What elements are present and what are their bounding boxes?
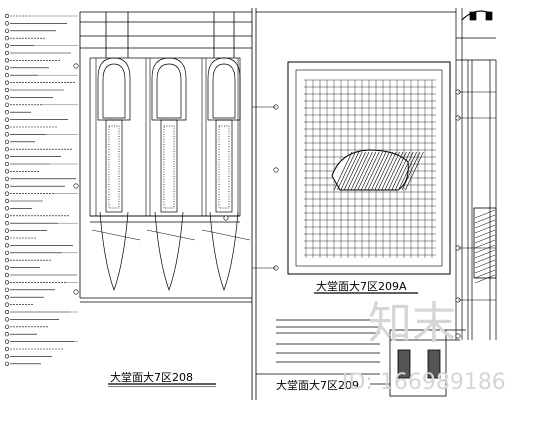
detail-title-208: 大堂面大7区208: [110, 370, 193, 384]
right-hatch: [474, 209, 496, 284]
detail-title-209: 大堂面大7区209: [276, 378, 359, 392]
grid-panel: [287, 61, 451, 275]
hatched-oval: [331, 149, 424, 191]
callouts: [73, 63, 496, 339]
watermark-id: ID: 166989186: [342, 370, 506, 395]
grid-lines: [304, 79, 436, 258]
left-annotation-column: [4, 13, 78, 366]
watermark-brand: 知末: [368, 298, 456, 349]
right-section: [455, 8, 497, 340]
frame-lines: [79, 8, 456, 400]
bottom-detail: [370, 329, 466, 397]
detail-title-209a: 大堂面大7区209A: [316, 279, 407, 293]
pillars: [91, 57, 251, 292]
